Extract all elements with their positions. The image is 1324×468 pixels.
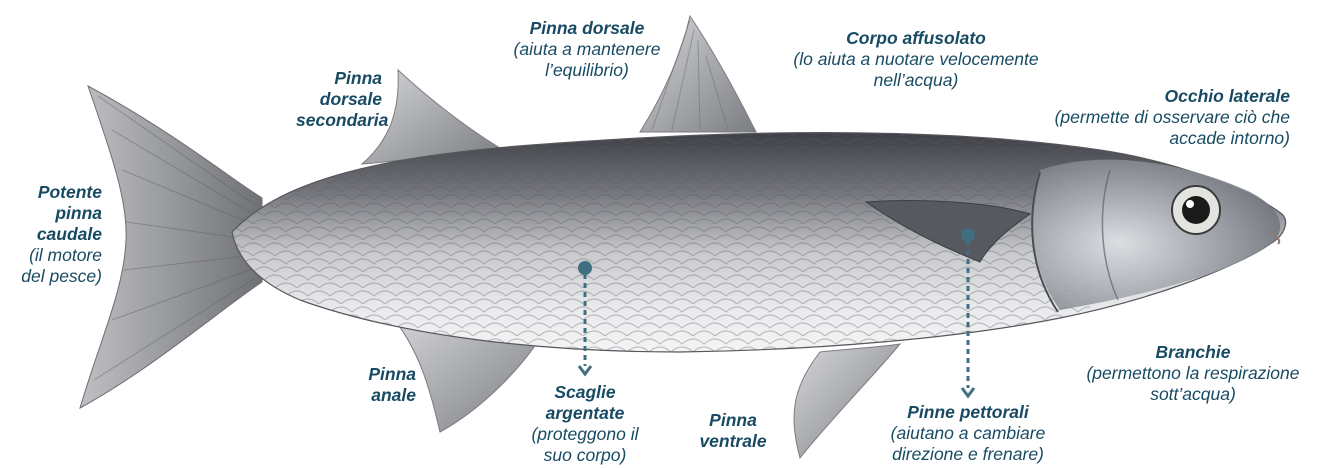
caudal-fin [80,86,262,408]
label-gills-desc: (permettono la respirazione sott’acqua) [1068,363,1318,405]
label-body: Corpo affusolato (lo aiuta a nuotare vel… [768,28,1064,91]
label-body-title: Corpo affusolato [768,28,1064,49]
pectoral-pointer-dot [961,228,975,242]
label-pectoral-fins-desc: (aiutano a cambiare direzione e frenare) [873,423,1063,465]
label-body-desc: (lo aiuta a nuotare velocemente nell’acq… [771,49,1061,91]
label-eye-title: Occhio laterale [1010,86,1290,107]
label-ventral-fin-title: Pinna ventrale [688,410,778,452]
scales-pointer-arrow [579,366,591,374]
label-scales-title: Scaglie argentate [520,382,650,424]
label-ventral-fin: Pinna ventrale [688,410,778,452]
label-anal-fin: Pinna anale [340,364,416,406]
pectoral-pointer-arrow [962,388,974,396]
scales-pointer-dot [578,261,592,275]
label-caudal-fin-desc: (il motore del pesce) [6,245,102,287]
label-dorsal-fin: Pinna dorsale (aiuta a mantenere l’equil… [482,18,692,81]
label-secondary-dorsal-fin: Pinna dorsale secondaria [296,68,382,131]
label-gills: Branchie (permettono la respirazione sot… [1064,342,1322,405]
label-dorsal-fin-desc: (aiuta a mantenere l’equilibrio) [492,39,682,81]
label-eye: Occhio laterale (permette di osservare c… [1010,86,1290,149]
label-dorsal-fin-title: Pinna dorsale [482,18,692,39]
fish-head [1032,160,1280,310]
label-scales-desc: (proteggono il suo corpo) [525,424,645,466]
label-caudal-fin-title: Potente pinna caudale [6,182,102,245]
label-eye-desc: (permette di osservare ciò che accade in… [1020,107,1290,149]
label-scales: Scaglie argentate (proteggono il suo cor… [520,382,650,466]
label-pectoral-fins-title: Pinne pettorali [856,402,1080,423]
label-anal-fin-title: Pinna anale [340,364,416,406]
label-pectoral-fins: Pinne pettorali (aiutano a cambiare dire… [856,402,1080,465]
label-gills-title: Branchie [1064,342,1322,363]
label-caudal-fin: Potente pinna caudale (il motore del pes… [6,182,102,287]
label-secondary-dorsal-fin-title: Pinna dorsale secondaria [296,68,382,131]
